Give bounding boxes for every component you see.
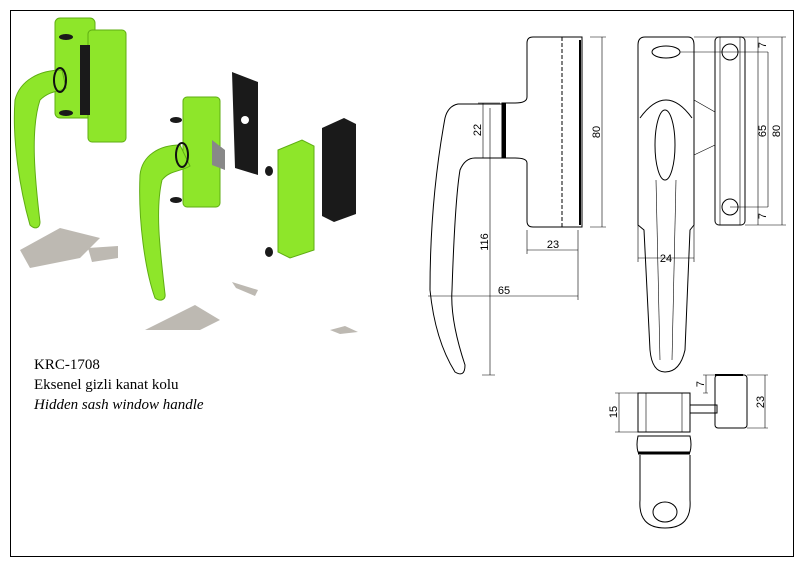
product-code: KRC-1708 — [34, 357, 100, 373]
dim-base-depth: 23 — [547, 239, 559, 251]
bottom-view-drawing — [615, 374, 768, 529]
dim-hole-spacing: 65 — [757, 125, 769, 137]
dim-neck-height: 22 — [472, 124, 484, 136]
dim-bottom-offset: 7 — [695, 381, 707, 387]
product-render-assembled — [13, 17, 127, 268]
product-name-english: Hidden sash window handle — [34, 397, 204, 413]
dim-hole-bottom-offset: 7 — [757, 213, 769, 219]
front-view-drawing — [637, 36, 786, 373]
dim-total-depth: 65 — [498, 285, 510, 297]
dim-bottom-plate-height: 23 — [755, 396, 767, 408]
side-view-drawing — [428, 36, 606, 376]
dim-hole-top-offset: 7 — [757, 42, 769, 48]
dim-side-height: 80 — [591, 126, 603, 138]
dim-plate-height: 80 — [771, 125, 783, 137]
dim-front-width: 24 — [660, 253, 672, 265]
drawing-frame — [10, 10, 794, 557]
dim-handle-length: 116 — [479, 233, 491, 251]
product-name-turkish: Eksenel gizli kanat kolu — [34, 377, 179, 393]
product-render-exploded — [139, 72, 358, 334]
dim-bottom-height: 15 — [608, 406, 620, 418]
